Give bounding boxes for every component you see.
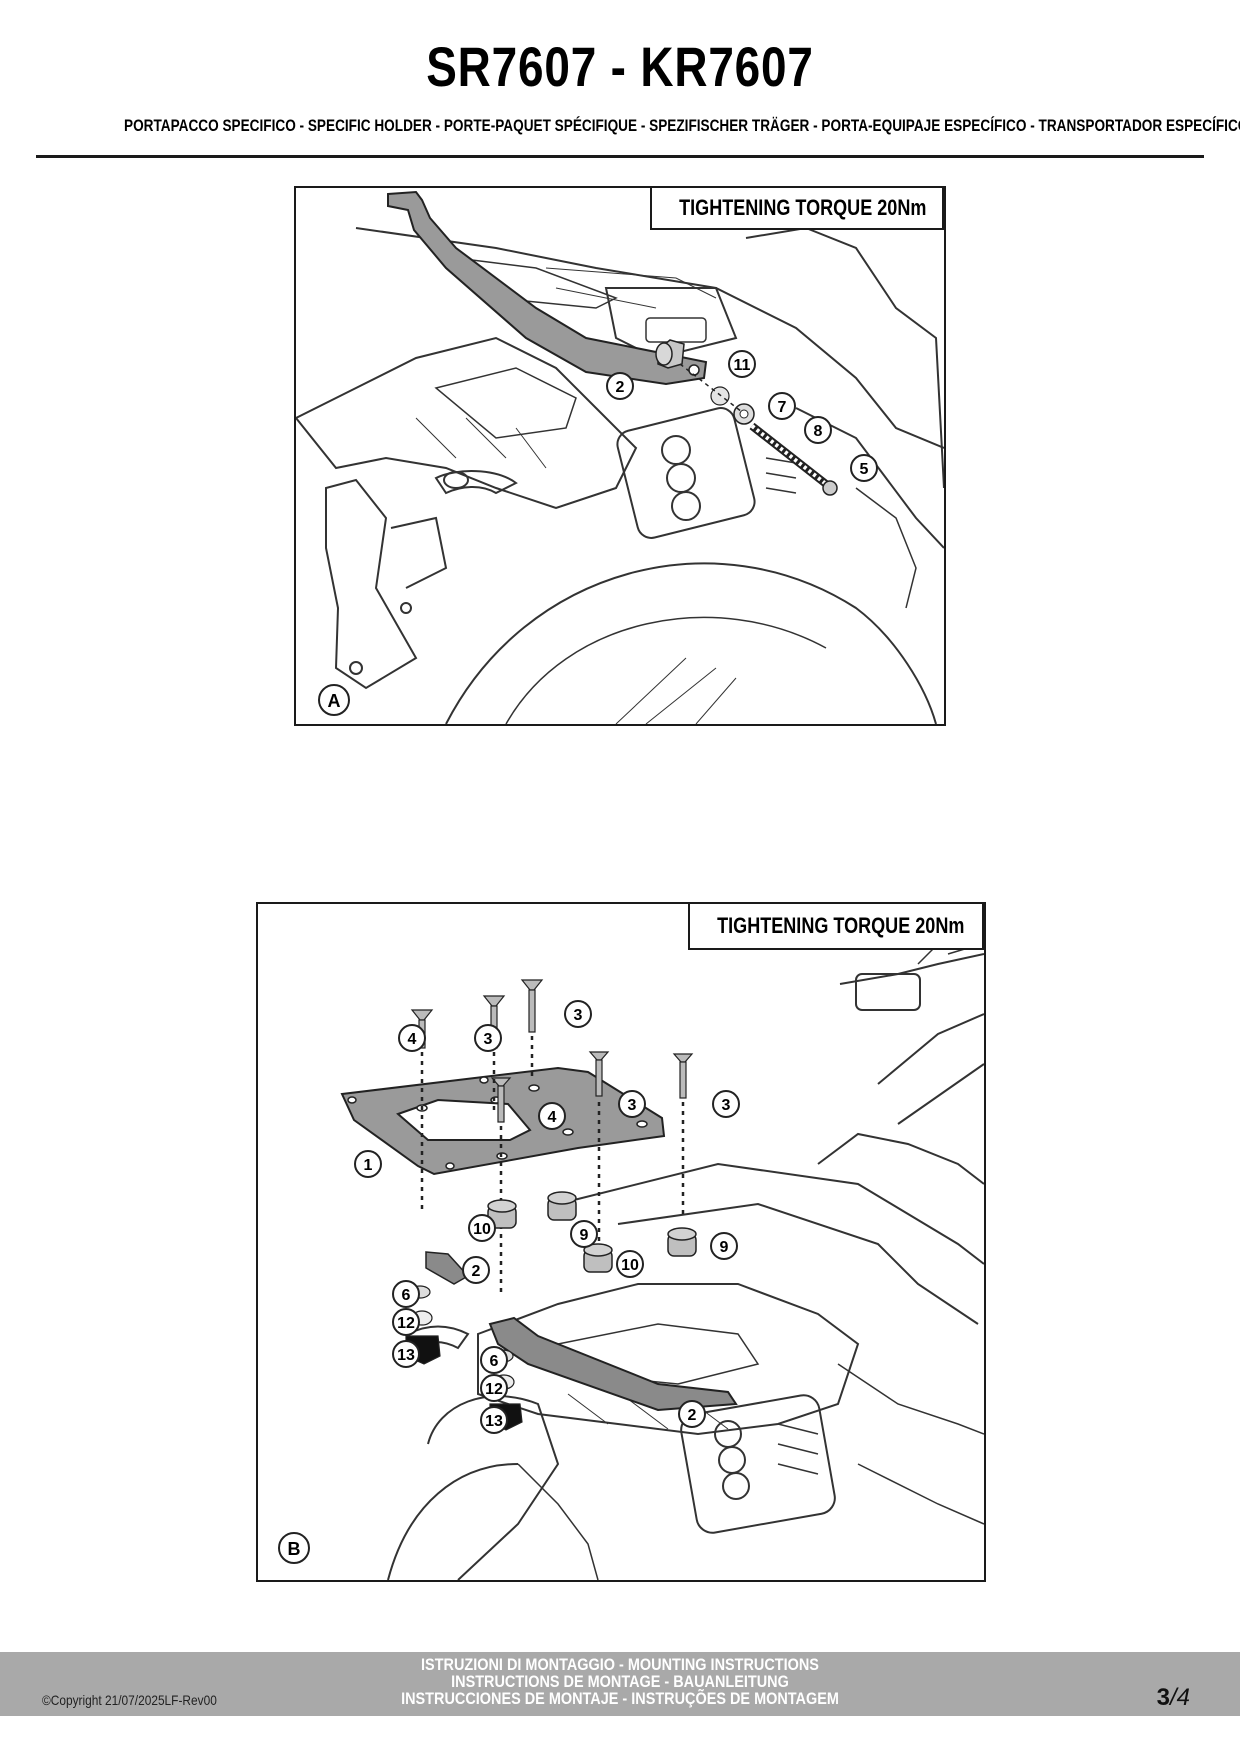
page-number: 3/4 (1157, 1684, 1190, 1712)
callout-circle (538, 1102, 566, 1130)
footer-bar: ISTRUZIONI DI MONTAGGIO - MOUNTING INSTR… (0, 1652, 1240, 1716)
callout-number: 3 (484, 1031, 493, 1048)
callout-number: 9 (720, 1239, 729, 1256)
figure-b-step-label: B (288, 1539, 301, 1559)
callout-number: 8 (814, 423, 823, 440)
callout-circle (398, 1024, 426, 1052)
callout-circle (354, 1150, 382, 1178)
callout-circle (480, 1346, 508, 1374)
callout-number: 12 (397, 1315, 415, 1332)
callout-circle (728, 350, 756, 378)
footer-instructions: ISTRUZIONI DI MONTAGGIO - MOUNTING INSTR… (0, 1656, 1240, 1707)
footer-line-2: INSTRUCTIONS DE MONTAGE - BAUANLEITUNG (451, 1672, 789, 1691)
callout-number: 2 (616, 379, 625, 396)
callout-circle (392, 1280, 420, 1308)
callout-number: 3 (628, 1097, 637, 1114)
callout-circle (468, 1214, 496, 1242)
callout-number: 4 (548, 1109, 557, 1126)
callout-circle (462, 1256, 490, 1284)
callout-number: 12 (485, 1381, 503, 1398)
document-title: SR7607 - KR7607 (426, 35, 814, 98)
callout-number: 5 (860, 461, 869, 478)
callout-number: 4 (408, 1031, 417, 1048)
copyright-text: ©Copyright 21/07/2025LF-Rev00 (42, 1692, 217, 1708)
page-total: /4 (1169, 1684, 1190, 1711)
callout-circle (480, 1406, 508, 1434)
figure-a-step-label: A (328, 691, 341, 711)
document-subtitle: PORTAPACCO SPECIFICO - SPECIFIC HOLDER -… (124, 116, 1240, 135)
callout-number: 3 (574, 1007, 583, 1024)
figure-a-torque-label: TIGHTENING TORQUE 20Nm (650, 188, 944, 230)
callout-circle (712, 1090, 740, 1118)
callout-circle (768, 392, 796, 420)
callout-number: 2 (688, 1407, 697, 1424)
page-current: 3 (1156, 1684, 1170, 1711)
callout-circle (616, 1250, 644, 1278)
callout-circle (710, 1232, 738, 1260)
callout-circle (570, 1220, 598, 1248)
callout-number: 10 (621, 1257, 639, 1274)
callout-circle (678, 1400, 706, 1428)
callout-number: 6 (402, 1287, 411, 1304)
callout-circle (392, 1308, 420, 1336)
header-rule (36, 155, 1204, 158)
callout-number: 9 (580, 1227, 589, 1244)
footer-line-1: ISTRUZIONI DI MONTAGGIO - MOUNTING INSTR… (421, 1655, 819, 1674)
callout-number: 10 (473, 1221, 491, 1238)
callout-number: 2 (472, 1263, 481, 1280)
callout-number: 7 (778, 399, 787, 416)
callout-circle (392, 1340, 420, 1368)
callout-number: 1 (364, 1157, 373, 1174)
callout-number: 13 (485, 1413, 503, 1430)
figure-b-illustration: 4 3 3 4 3 3 1 10 9 9 10 2 6 12 13 6 12 13 2 B (278, 943, 984, 1580)
figure-a-panel: 11 2 7 8 5 A TIGHTENING TORQUE 20Nm (294, 186, 946, 726)
figure-b-torque-label: TIGHTENING TORQUE 20Nm (688, 904, 984, 950)
figure-a-illustration: 11 2 7 8 5 A (296, 190, 944, 724)
footer-line-3: INSTRUCCIONES DE MONTAJE - INSTRUÇÕES DE… (401, 1689, 839, 1708)
callout-circle (606, 372, 634, 400)
callout-circle (474, 1024, 502, 1052)
callout-circle (618, 1090, 646, 1118)
callout-circle (564, 1000, 592, 1028)
callout-number: 13 (397, 1347, 415, 1364)
callout-circle (804, 416, 832, 444)
callout-number: 6 (490, 1353, 499, 1370)
callout-number: 11 (734, 357, 751, 374)
figure-b-panel: 4 3 3 4 3 3 1 10 9 9 10 2 6 12 13 6 12 13 2 B TIGHTENING T… (256, 902, 986, 1582)
callout-circle (480, 1374, 508, 1402)
callout-circle (850, 454, 878, 482)
callout-number: 3 (722, 1097, 731, 1114)
